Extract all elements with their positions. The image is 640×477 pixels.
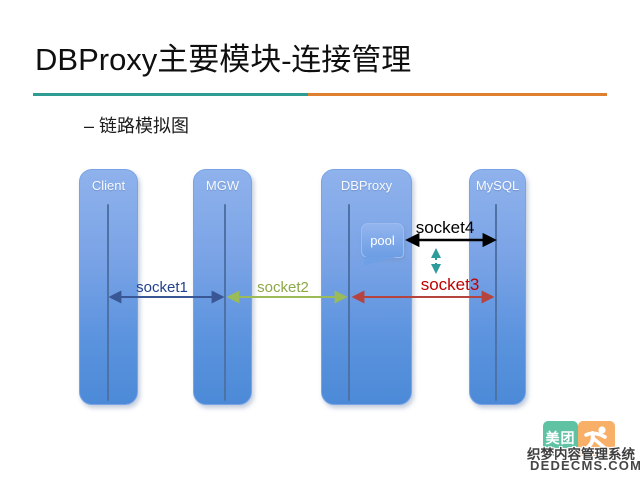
meituan-figure-square <box>578 421 615 456</box>
divider-teal-segment <box>33 93 308 96</box>
lifeline-mysql <box>495 204 497 401</box>
watermark-line1: 织梦内容管理系统 <box>527 447 635 462</box>
socket2-label: socket2 <box>257 279 309 296</box>
lane-mysql: MySQL <box>469 169 526 405</box>
watermark-line2: DEDECMS.COM <box>530 458 640 473</box>
lifeline-client <box>107 204 109 401</box>
bullet-link-simulation: – 链路模拟图 <box>84 116 190 136</box>
page-title-main: DBProxy主要模块 <box>35 42 282 77</box>
page-title: DBProxy主要模块-连接管理 <box>35 34 411 79</box>
socket3-label: socket3 <box>420 275 480 294</box>
lane-client-label: Client <box>91 178 126 193</box>
lifeline-dbproxy <box>348 204 350 401</box>
page-title-sub: -连接管理 <box>281 44 412 77</box>
meituan-figure-icon <box>583 426 610 453</box>
pool-box: pool <box>361 223 404 266</box>
divider-orange-segment <box>308 93 607 96</box>
title-divider <box>33 93 607 96</box>
lane-dbproxy: DBProxy <box>321 169 412 405</box>
socket1-label: socket1 <box>136 279 188 296</box>
lifeline-mgw <box>224 204 226 401</box>
lane-mgw-label: MGW <box>205 178 240 193</box>
socket4-label: socket4 <box>415 218 475 237</box>
lane-dbproxy-label: DBProxy <box>340 178 393 193</box>
lane-mgw: MGW <box>193 169 252 405</box>
meituan-logo-square: 美团 <box>543 421 578 456</box>
lane-mysql-label: MySQL <box>475 178 520 193</box>
